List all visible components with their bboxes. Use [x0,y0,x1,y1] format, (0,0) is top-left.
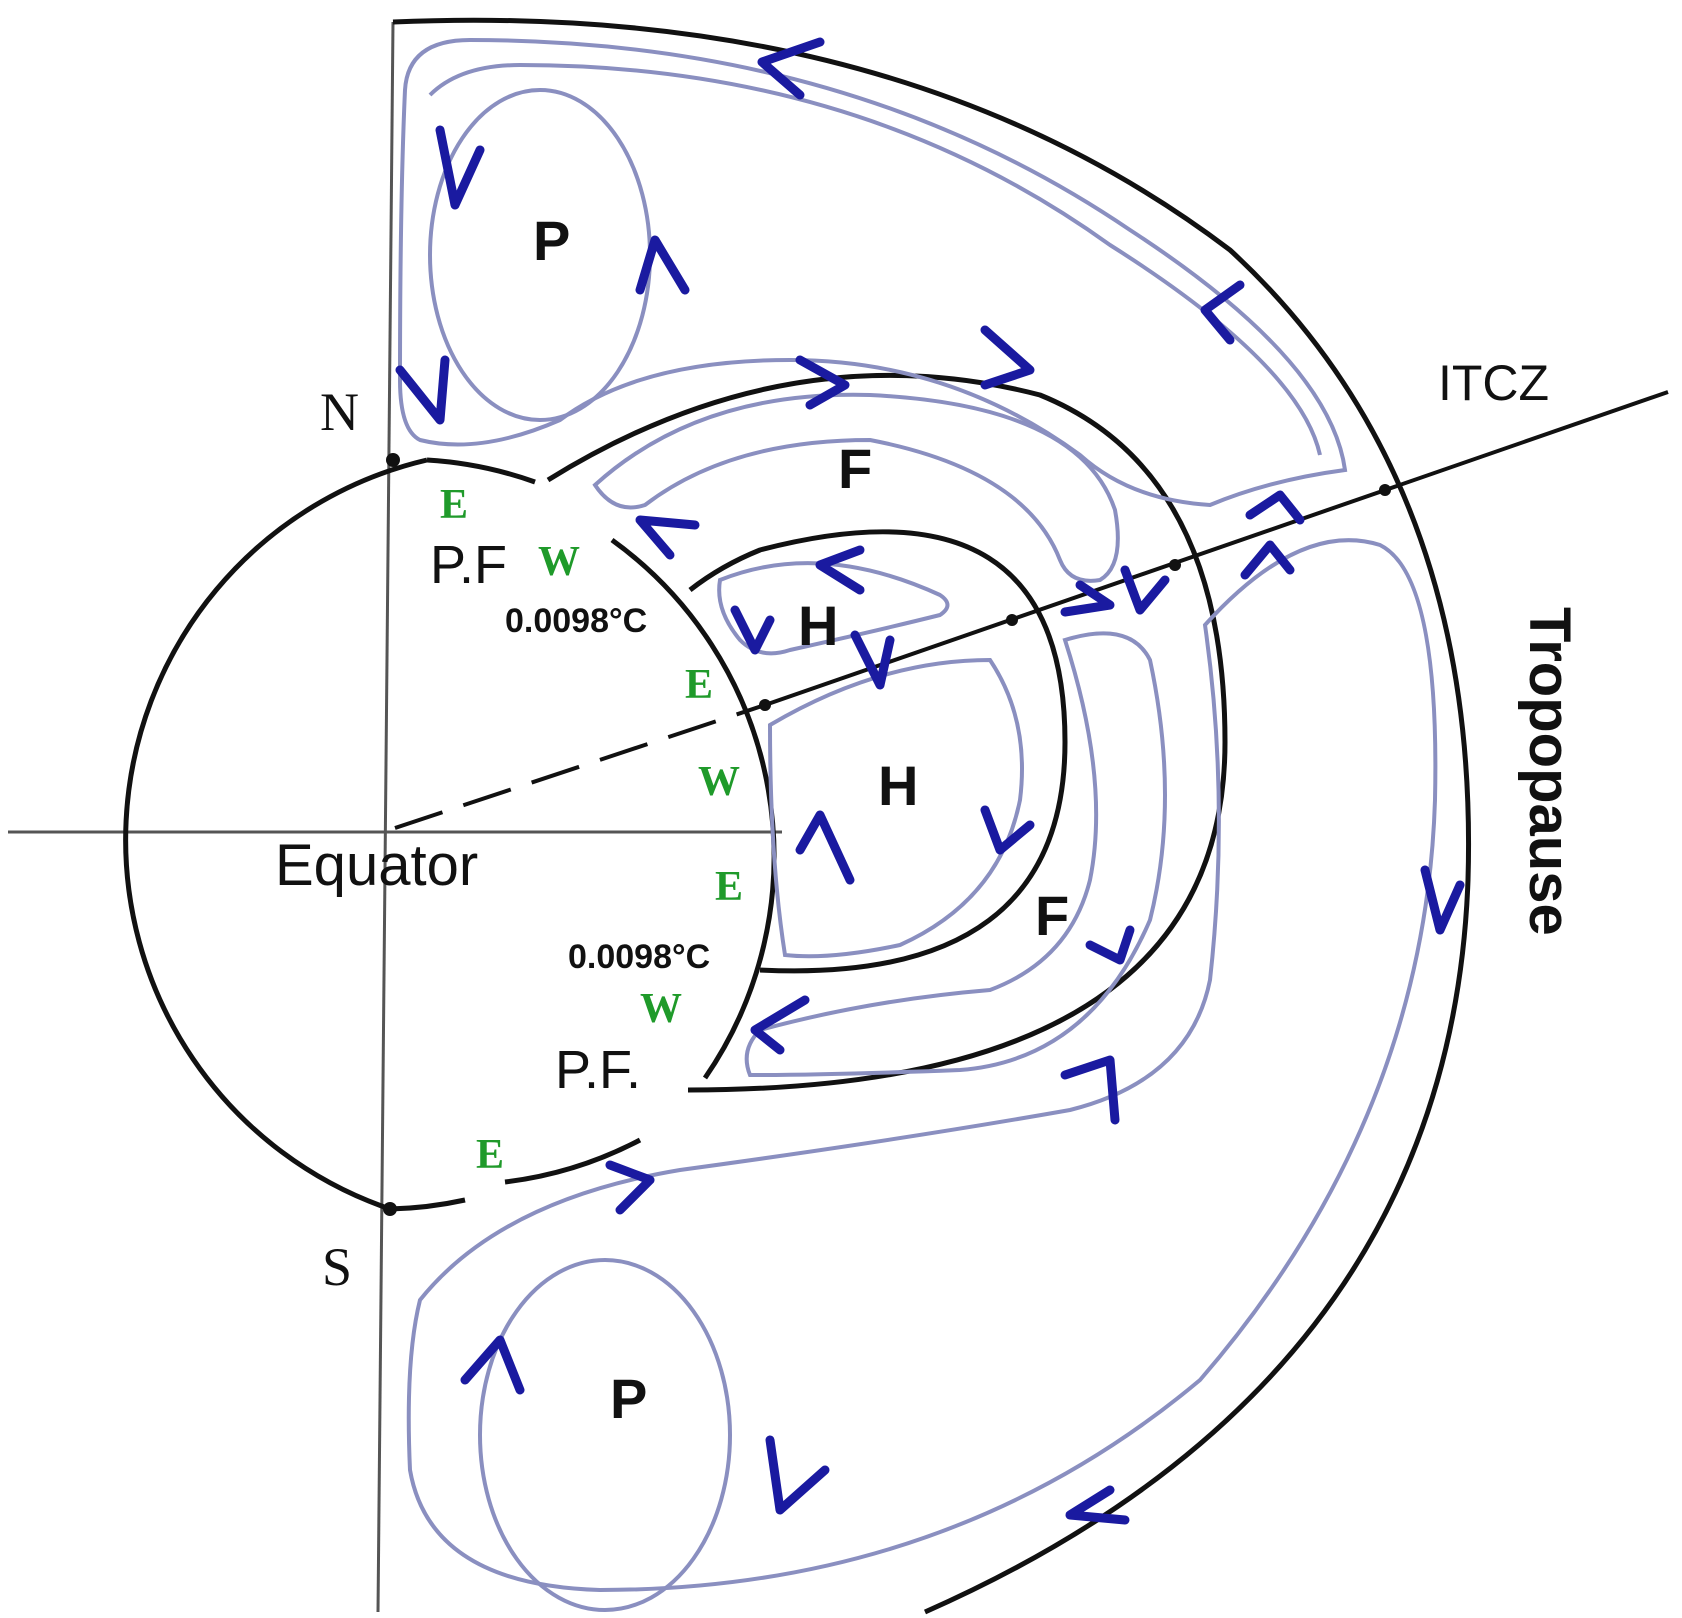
ferrel-loop-north [592,392,1120,583]
arrow-s-polar-up [460,1335,525,1395]
south-label: S [322,1237,352,1297]
polar-front-north-label: P.F [430,535,507,595]
arrow-n-top [757,37,825,100]
arrow-s-tropo-down [1420,865,1465,935]
polar-front-south-label: P.F. [555,1040,641,1100]
polar-cell-south-label: P [610,1367,647,1430]
arrow-n-ferrel-top-1 [795,355,850,410]
ferrel-cell-north-label: F [838,437,872,500]
hadley-cell-south-label: H [878,754,918,817]
itcz-dot-tropopause [1379,484,1391,496]
itcz-dot-ferrel [1169,559,1181,571]
north-pole-dot [386,453,400,467]
itcz-line-inner [394,703,766,830]
arrow-n-polar-up [635,235,690,295]
tropopause-loop-south [406,538,1438,1593]
tropopause-boundary [392,17,1472,1615]
wind-marker: W [538,539,580,585]
itcz-label: ITCZ [1438,355,1549,411]
ferrel-boundary [546,372,1228,1093]
arrow-s-hadley-up [795,810,855,885]
hadley-loop-north [717,561,950,656]
ferrel-loop-south [744,631,1167,1078]
wind-marker: E [476,1132,504,1178]
itcz-dot-hadley [1006,614,1018,626]
earth-arc-ne [426,457,536,485]
cell-boundaries [392,17,1472,1615]
arrow-s-ferrel-mark [1085,925,1135,965]
arrow-n-outer-return [1200,280,1245,345]
arrow-itcz-ferrel [1120,565,1170,615]
north-label: N [320,382,359,442]
axes [8,21,782,1613]
earth-outline [123,457,777,1212]
south-pole-dot [383,1202,397,1216]
itcz-line [394,390,1669,830]
arrow-n-hadley-top [815,545,865,595]
wind-marker: E [440,482,468,528]
arrow-n-polar-base [395,355,450,425]
wind-markers: E W E W E W E [440,482,743,1178]
arrow-s-surface [605,1160,655,1215]
wind-marker: E [715,864,743,910]
arrow-n-polar-down [435,125,485,210]
polar-loop-north-outer [397,37,1348,508]
wind-marker: W [698,759,740,805]
tropopause-label: Tropopause [1517,607,1582,936]
arrow-s-outer-return [1065,1485,1130,1525]
hadley-cell-north-label: H [798,594,838,657]
hadley-boundary [688,529,1068,974]
flow-arrows [395,37,1465,1525]
earth-arc-se [504,1137,642,1185]
itcz-intersections [759,484,1391,711]
wind-marker: E [685,662,713,708]
ferrel-cell-south-label: F [1035,884,1069,947]
arrow-s-hadley-down [980,805,1035,855]
earth-arc-east [610,537,777,1080]
itcz-line-outer [764,390,1669,707]
earth-arc-s [389,1197,466,1212]
polar-cell-north-label: P [533,209,570,272]
polar-loop-north-track [428,62,1322,456]
arrow-n-ferrel-top-2 [980,325,1035,390]
itcz-dot-earth [759,699,771,711]
arrow-itcz-up-2 [1240,540,1295,580]
arrow-n-hadley-down [730,605,775,655]
arrow-n-hadley-base [850,630,895,690]
arrow-itcz-w [1060,580,1115,617]
lapse-rate-north-label: 0.0098°C [505,602,647,640]
arrow-s-pf [750,995,810,1055]
labels: N S Equator ITCZ P P F F H H P.F P.F. 0.… [275,209,1582,1430]
arrow-s-polar-down [765,1435,830,1515]
arrow-itcz-up-1 [1245,490,1305,525]
circulation-loops [397,37,1438,1612]
polar-loop-south-inner [478,1258,732,1612]
wind-marker: W [640,986,682,1032]
earth-arc-west [123,457,428,1212]
vertical-axis [376,21,395,1613]
hadley-loop-south [767,657,1024,959]
arrow-n-ferrel-pf [635,515,700,560]
equator-label: Equator [275,833,478,898]
lapse-rate-south-label: 0.0098°C [568,938,710,976]
arrow-s-ferrel-base [1060,1055,1120,1125]
